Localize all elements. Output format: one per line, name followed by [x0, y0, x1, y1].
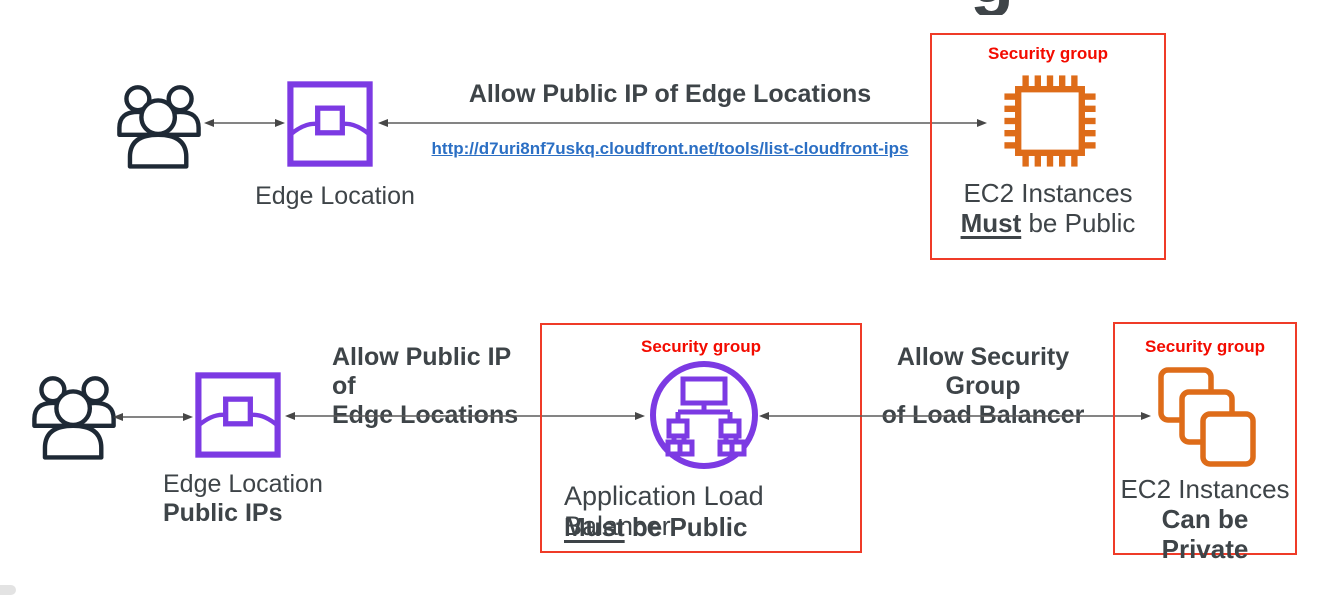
ec2-instances-stack-icon — [1158, 367, 1256, 467]
arrow-edge-alb-row2 — [285, 412, 645, 420]
alb-box-line2: Must be Public — [564, 512, 747, 542]
arrow-title-right-line2: of Load Balancer — [881, 401, 1085, 429]
arrow-title-left-row2: Allow Public IP of Edge Locations — [332, 343, 537, 430]
ec2-box-line2: Must be Public — [932, 208, 1164, 238]
cloudfront-ip-list-link[interactable]: http://d7uri8nf7uskq.cloudfront.net/tool… — [431, 139, 909, 158]
application-load-balancer-icon — [650, 361, 758, 469]
alb-box-line1: Application Load Balancer — [564, 481, 764, 541]
arrow-title-row1: Allow Public IP of Edge Locations — [468, 80, 872, 108]
edge-location-label-row1: Edge Location — [255, 182, 415, 210]
arrow-title-left-line2: Edge Locations — [332, 401, 519, 429]
edge-location-icon — [287, 81, 373, 167]
users-icon-row2 — [32, 376, 116, 460]
edge-location-label-row2: Edge Location — [163, 470, 323, 498]
ec2-box-line2-row2: Can be Private — [1161, 504, 1249, 564]
arrow-alb-ec2-row2 — [759, 412, 1151, 420]
security-group-box-ec2-row2: Security group EC2 Instances Can be Priv… — [1113, 322, 1297, 564]
arrow-users-edge-row2 — [113, 413, 193, 421]
security-group-label-ec2-row2: Security group — [1145, 337, 1265, 356]
ec2-chip-icon — [1004, 75, 1096, 167]
clipped-corner-shape — [0, 585, 16, 595]
ec2-box-line2-rest: be Public — [1021, 208, 1136, 238]
clipped-title-glyph: g — [970, 0, 1020, 15]
public-ips-label: Public IPs — [163, 499, 283, 527]
security-group-label-alb: Security group — [641, 337, 761, 356]
arrow-users-edge-row1 — [204, 119, 285, 127]
alb-box-line2-rest: be Public — [624, 512, 748, 542]
security-group-label: Security group — [988, 44, 1108, 63]
arrow-edge-ec2-row1 — [378, 119, 987, 127]
edge-location-icon-row2 — [195, 372, 281, 458]
arrow-title-right-row2: Allow Security Group of Load Balancer — [863, 343, 1103, 430]
ec2-box-line1-row2: EC2 Instances — [1120, 474, 1290, 504]
ec2-box-line1: EC2 Instances — [963, 178, 1133, 208]
must-emphasis-alb: Must — [564, 512, 625, 542]
arrow-title-left-line1: Allow Public IP of — [332, 343, 511, 400]
arrow-title-right-line1: Allow Security Group — [896, 343, 1070, 400]
users-icon — [117, 85, 201, 169]
security-group-box-ec2-row1: Security group EC2 Instances Must be Pub… — [930, 33, 1166, 260]
must-emphasis: Must — [960, 208, 1022, 238]
security-group-box-alb: Security group Application Load Balancer… — [540, 323, 862, 553]
edge-location-labels-row2: Edge Location Public IPs — [163, 470, 343, 528]
